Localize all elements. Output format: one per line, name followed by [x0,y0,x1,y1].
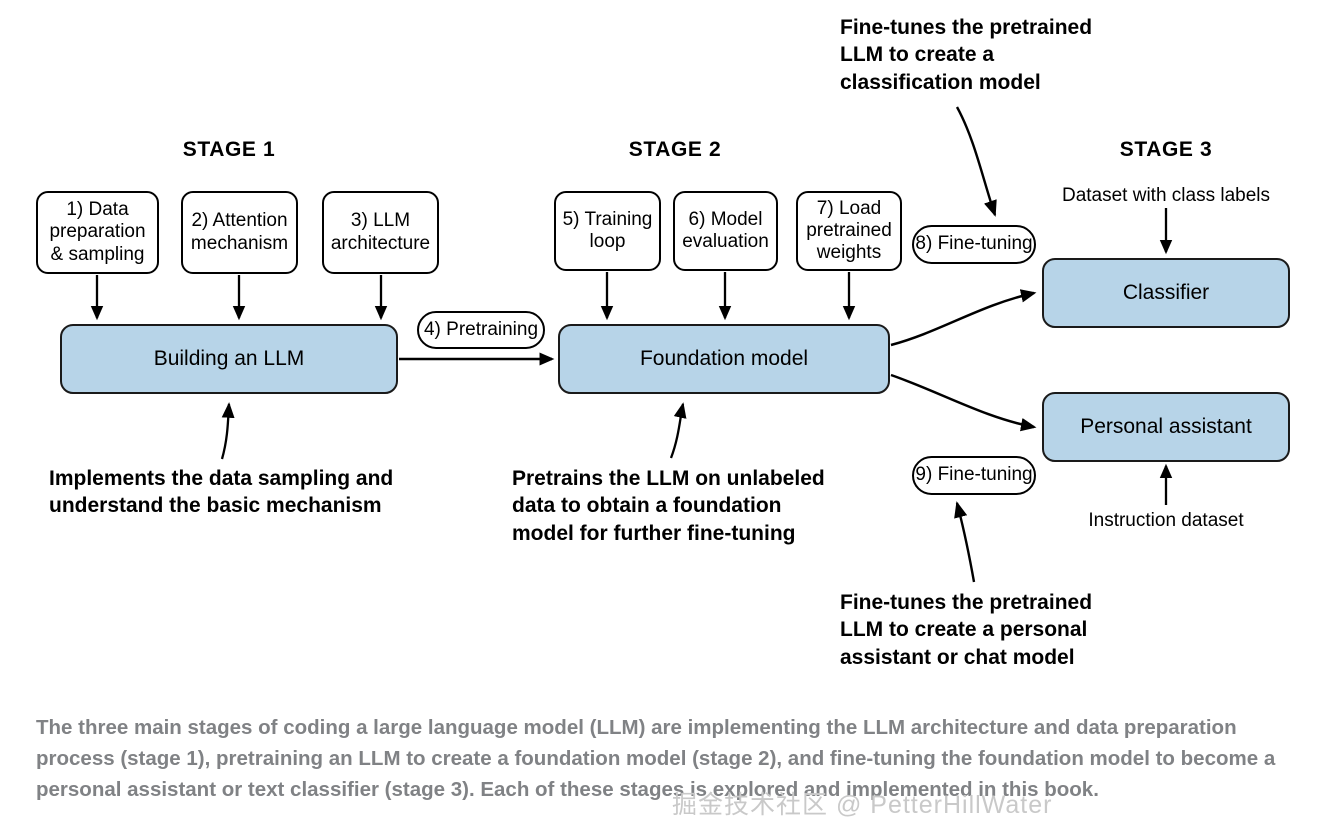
step-box-data-preparation[interactable]: 1) Data preparation & sampling [36,191,159,274]
step-box-attention-mechanism[interactable]: 2) Attention mechanism [181,191,298,274]
pill-label-fine-tuning-classifier[interactable]: 8) Fine-tuning [912,225,1036,264]
blue-box-personal-assistant[interactable]: Personal assistant [1042,392,1290,462]
annotation-classification: Fine-tunes the pretrained LLM to create … [840,14,1140,96]
blue-box-foundation-model[interactable]: Foundation model [558,324,890,394]
annotation-assistant-line-1: Fine-tunes the pretrained [840,591,1093,614]
stage-title-3: STAGE 3 [1119,138,1213,161]
stage-title-2: STAGE 2 [628,138,722,161]
annotation-assistant: Fine-tunes the pretrained LLM to create … [840,589,1160,671]
label-dataset-with-class-labels: Dataset with class labels [1061,185,1271,206]
step-box-training-loop[interactable]: 5) Training loop [554,191,661,271]
arrow-foundation-to-classifier [890,289,1037,347]
leader-stage2-annotation [669,402,687,459]
annotation-stage1: Implements the data sampling and underst… [49,465,479,520]
annotation-stage1-line-1: Implements the data sampling and [49,467,394,490]
blue-box-building-an-llm[interactable]: Building an LLM [60,324,398,394]
step-box-load-pretrained-weights[interactable]: 7) Load pretrained weights [796,191,902,271]
blue-box-classifier[interactable]: Classifier [1042,258,1290,328]
annotation-stage2-line-1: Pretrains the LLM on unlabeled [512,467,825,490]
label-instruction-dataset: Instruction dataset [1088,510,1244,531]
pill-label-fine-tuning-assistant[interactable]: 9) Fine-tuning [912,456,1036,495]
step-box-model-evaluation[interactable]: 6) Model evaluation [673,191,778,271]
annotation-classification-line-2: LLM to create a [840,43,995,67]
watermark-text: 掘金技术社区 @ PetterHillWater [672,791,1053,819]
annotation-classification-line-1: Fine-tunes the pretrained [840,16,1093,39]
annotation-stage2: Pretrains the LLM on unlabeled data to o… [512,465,872,547]
annotation-stage1-line-2: understand the basic mechanism [49,494,382,518]
stage-title-1: STAGE 1 [182,138,276,161]
leader-assistant-annotation [954,501,976,583]
figure-caption: The three main stages of coding a large … [36,716,1276,802]
step-box-llm-architecture[interactable]: 3) LLM architecture [322,191,439,274]
leader-stage1-annotation [220,402,235,460]
annotation-classification-line-3: classification model [840,70,1041,94]
arrow-foundation-to-assistant [890,373,1037,432]
annotation-stage2-line-3: model for further fine-tuning [512,521,796,545]
pill-label-pretraining[interactable]: 4) Pretraining [417,311,545,349]
annotation-assistant-line-3: assistant or chat model [840,645,1075,669]
annotation-stage2-line-2: data to obtain a foundation [512,494,782,518]
annotation-assistant-line-2: LLM to create a personal [840,618,1088,642]
leader-classification-annotation [955,106,997,217]
